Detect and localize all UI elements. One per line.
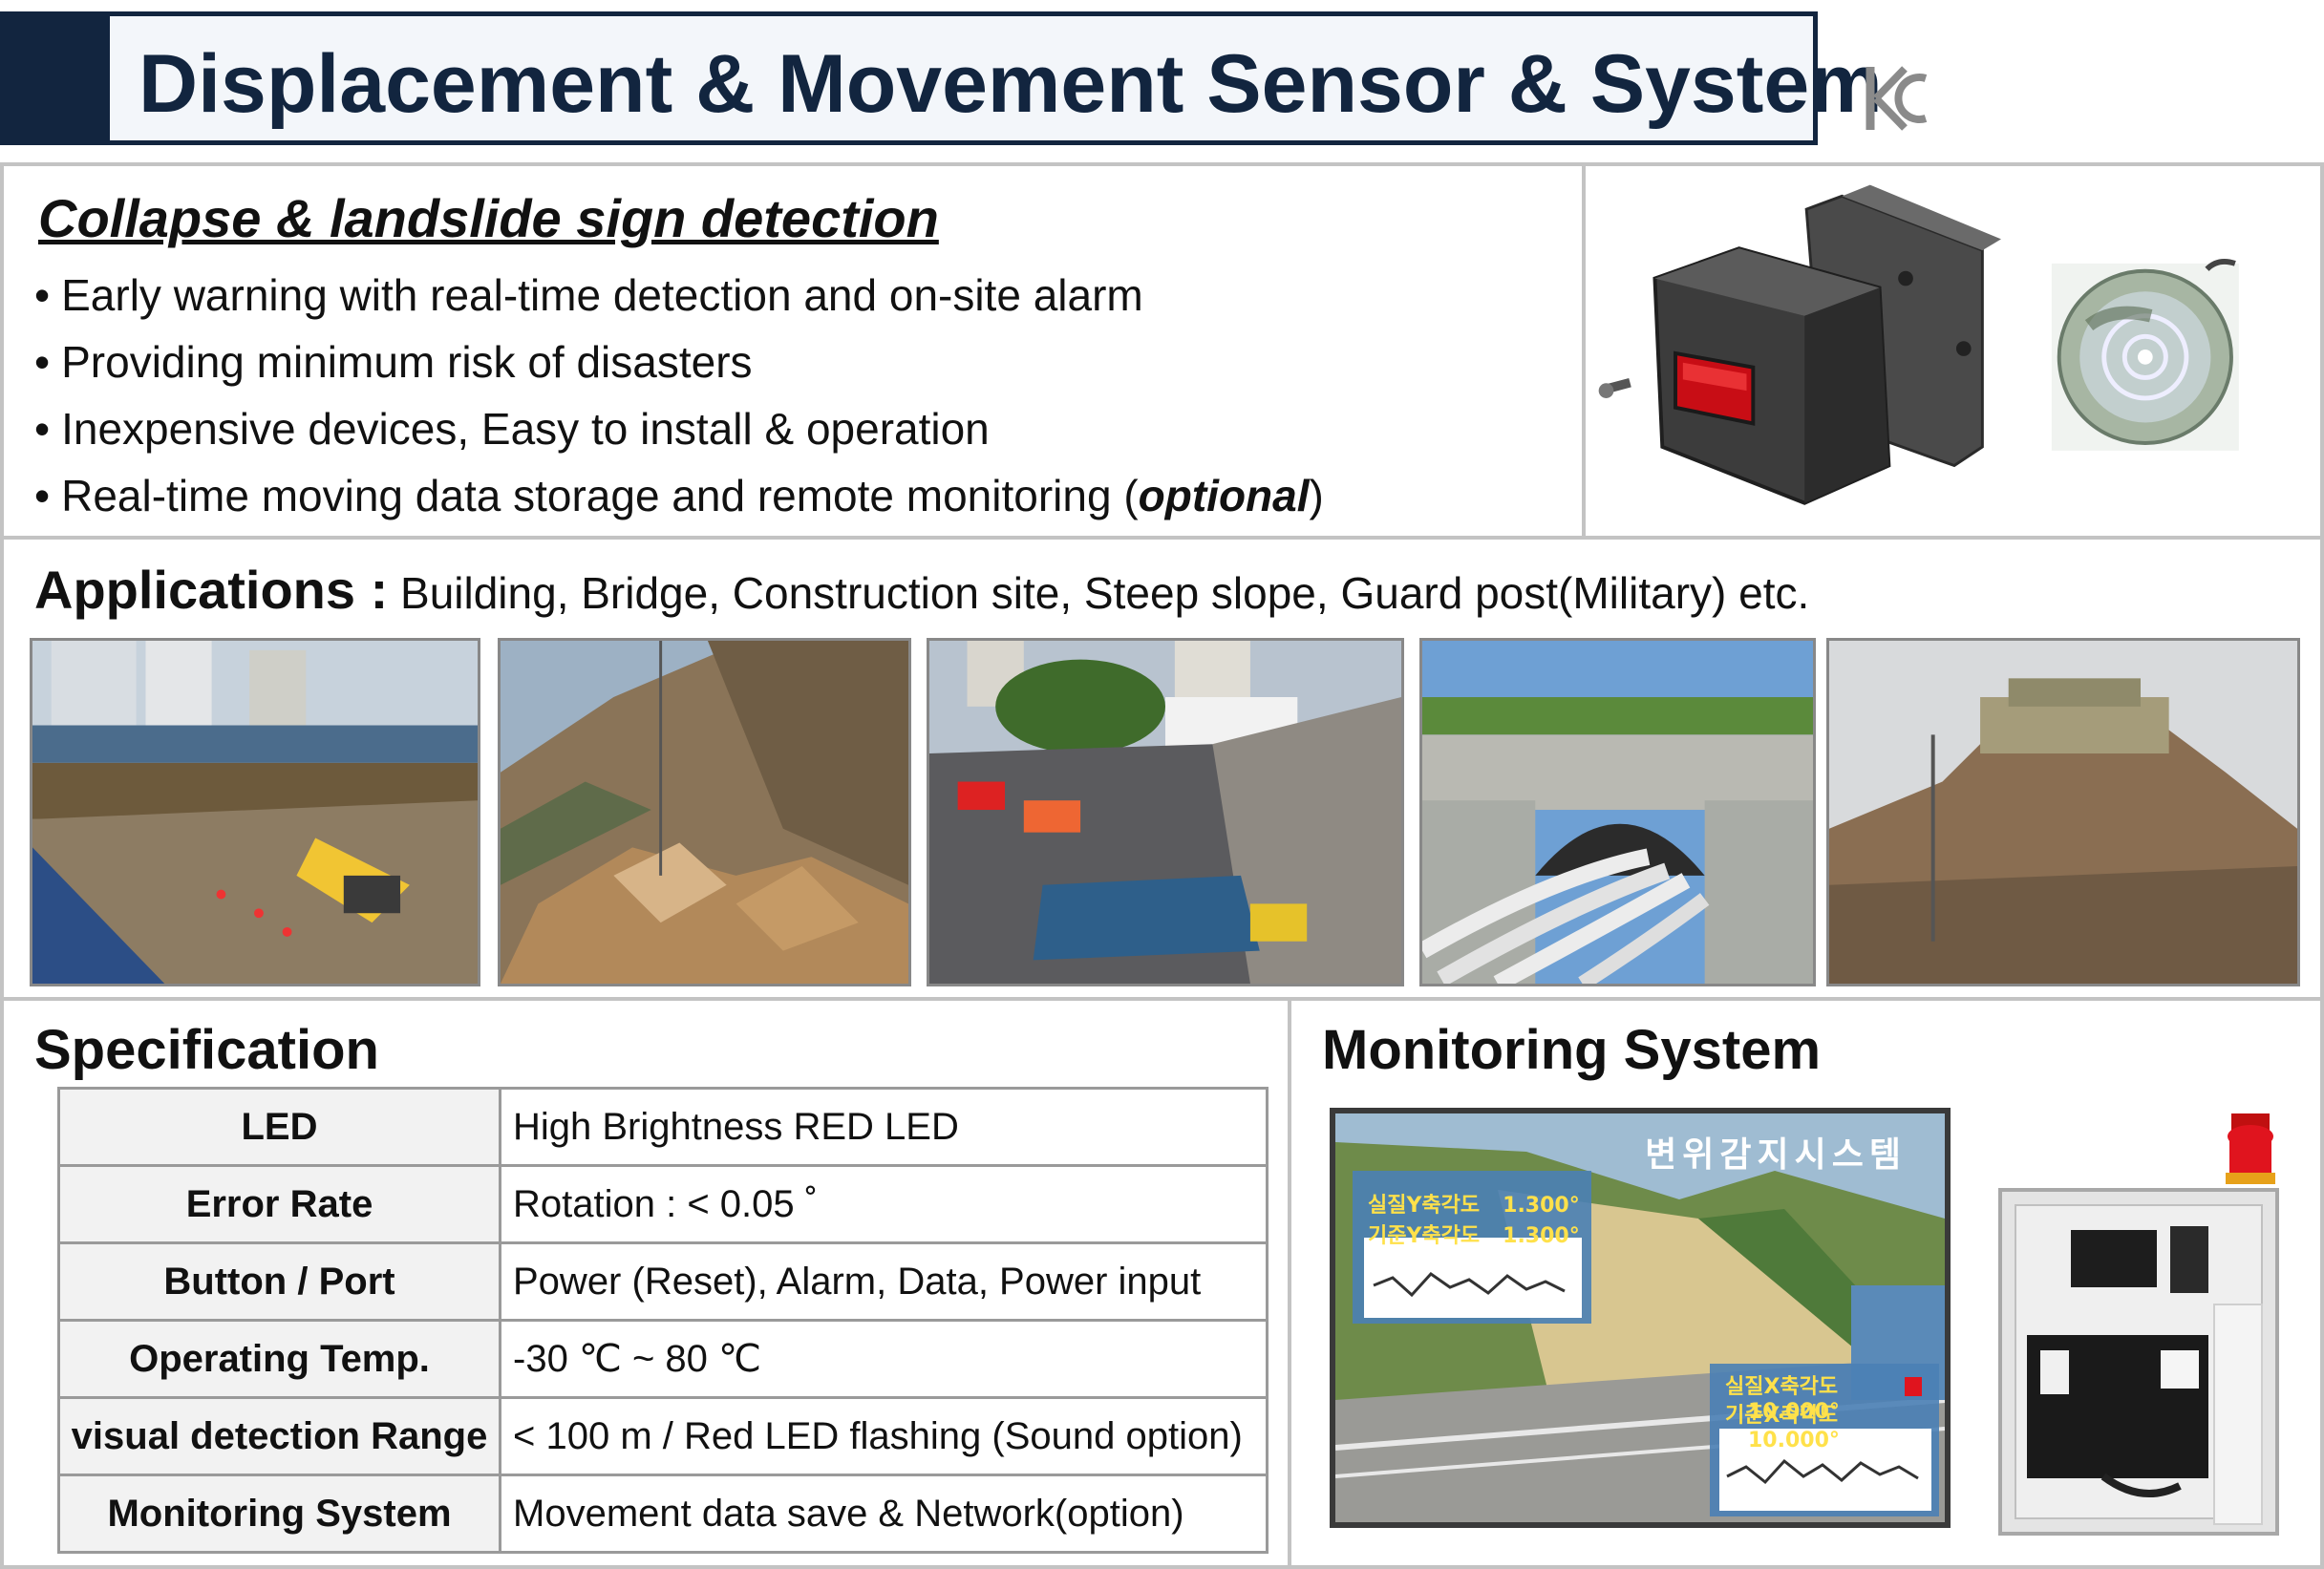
y-reference-readout: 기준Y축각도 1.300° xyxy=(1368,1219,1580,1249)
applications-panel: Applications : Building, Bridge, Constru… xyxy=(0,536,2324,1001)
monitoring-panel: Monitoring System 변위감지시스템 실질Y축각도 1.300° 기… xyxy=(1288,997,2324,1569)
intro-panel: Collapse & landslide sign detection Earl… xyxy=(0,162,1586,540)
spec-key: Button / Port xyxy=(57,1241,501,1322)
x-reference-readout: 기준X축각도10.000° xyxy=(1725,1398,1945,1452)
feature-item: Early warning with real-time detection a… xyxy=(34,262,1324,329)
spec-value: Movement data save & Network(option) xyxy=(499,1474,1269,1554)
readout-label: 실질X축각도 xyxy=(1725,1375,1839,1399)
readout-value: 10.000° xyxy=(1748,1400,1840,1424)
spec-key: Operating Temp. xyxy=(57,1319,501,1399)
screen-title: 변위감지시스템 xyxy=(1645,1135,1907,1175)
feature-text: Real-time moving data storage and remote… xyxy=(61,471,1139,520)
building-excavation-photo xyxy=(30,638,480,986)
sensor-housing-image xyxy=(1598,184,2239,505)
page-title: Displacement & Movement Sensor & System xyxy=(139,38,1883,130)
feature-paren: ) xyxy=(1309,471,1324,520)
spec-key: LED xyxy=(57,1087,501,1167)
monitoring-screen: 변위감지시스템 실질Y축각도 1.300° 기준Y축각도 1.300° 실질X축각도… xyxy=(1330,1108,1951,1528)
readout-value: 1.300° xyxy=(1503,1194,1580,1218)
table-row: visual detection Range< 100 m / Red LED … xyxy=(57,1396,1269,1476)
steep-slope-rockfall-photo xyxy=(498,638,911,986)
specification-title: Specification xyxy=(34,1019,379,1081)
control-cabinet-image xyxy=(1989,1113,2285,1538)
x-actual-readout: 실질X축각도10.000° xyxy=(1725,1369,1945,1424)
spec-value: Power (Reset), Alarm, Data, Power input xyxy=(499,1241,1269,1322)
spec-key: visual detection Range xyxy=(57,1396,501,1476)
feature-item: Providing minimum risk of disasters xyxy=(34,329,1324,395)
applications-label: Applications : xyxy=(34,560,389,620)
intro-heading: Collapse & landslide sign detection xyxy=(38,188,939,248)
spec-value: < 100 m / Red LED flashing (Sound option… xyxy=(499,1396,1269,1476)
feature-list: Early warning with real-time detection a… xyxy=(34,262,1324,529)
applications-line: Applications : Building, Bridge, Constru… xyxy=(34,559,1809,621)
y-actual-readout: 실질Y축각도 1.300° xyxy=(1368,1188,1580,1219)
feature-item: Real-time moving data storage and remote… xyxy=(34,462,1324,529)
monitoring-title: Monitoring System xyxy=(1322,1019,1822,1081)
readout-label: 기준Y축각도 xyxy=(1368,1224,1481,1248)
feature-item: Inexpensive devices, Easy to install & o… xyxy=(34,395,1324,462)
kc-mark-icon xyxy=(1863,63,1930,134)
readout-value: 10.000° xyxy=(1748,1429,1840,1452)
spec-key: Monitoring System xyxy=(57,1474,501,1554)
readout-label: 실질Y축각도 xyxy=(1368,1194,1481,1218)
readout-label: 기준X축각도 xyxy=(1725,1404,1839,1428)
title-accent-block xyxy=(5,16,110,140)
spec-value: Rotation : < 0.05 ˚ xyxy=(499,1164,1269,1244)
spec-value: -30 ℃ ~ 80 ℃ xyxy=(499,1319,1269,1399)
spec-value: High Brightness RED LED xyxy=(499,1087,1269,1167)
device-panel xyxy=(1582,162,2324,540)
guard-post-hill-photo xyxy=(1826,638,2300,986)
optional-label: optional xyxy=(1138,471,1310,520)
readout-value: 1.300° xyxy=(1503,1224,1580,1248)
spec-key: Error Rate xyxy=(57,1164,501,1244)
bridge-underpass-photo xyxy=(1419,638,1816,986)
title-banner: Displacement & Movement Sensor & System xyxy=(0,11,1883,145)
applications-list: Building, Bridge, Construction site, Ste… xyxy=(388,568,1810,618)
table-row: Operating Temp.-30 ℃ ~ 80 ℃ xyxy=(57,1319,1269,1399)
collapsed-building-photo xyxy=(927,638,1404,986)
